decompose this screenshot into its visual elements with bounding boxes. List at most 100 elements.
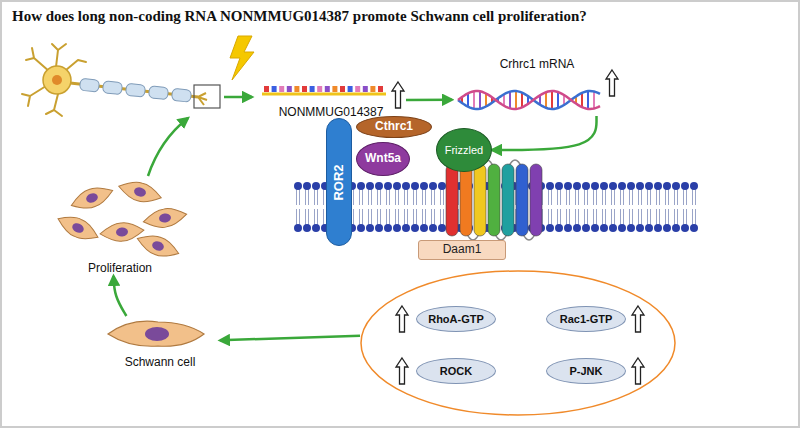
cell-membrane <box>402 182 410 190</box>
cell-membrane <box>578 209 579 225</box>
proliferating-cells <box>116 178 163 207</box>
cell-membrane <box>386 209 387 225</box>
cell-membrane <box>416 189 417 205</box>
cell-membrane <box>368 189 369 205</box>
daam1-box: Daam1 <box>418 240 506 260</box>
mrna-helix <box>458 91 600 109</box>
proliferating-cells <box>54 210 102 245</box>
node-label: Cthrc1 <box>375 120 413 134</box>
cell-membrane <box>647 189 648 205</box>
cell-membrane <box>357 224 365 232</box>
cell-membrane <box>386 189 387 205</box>
cell-membrane <box>359 209 360 225</box>
mrna-label: Crhrc1 mRNA <box>452 58 622 116</box>
cell-membrane <box>411 182 419 190</box>
cell-membrane <box>663 224 671 232</box>
cell-membrane <box>434 209 435 225</box>
cell-membrane <box>425 209 426 225</box>
proliferation-label: Proliferation <box>55 176 185 276</box>
cell-membrane <box>629 189 630 205</box>
cell-membrane <box>548 189 549 205</box>
cell-membrane <box>614 189 615 205</box>
seven-pass-receptor <box>474 164 486 236</box>
cell-membrane <box>413 209 414 225</box>
cell-membrane <box>560 209 561 225</box>
cell-membrane <box>299 189 300 205</box>
cell-membrane <box>384 182 392 190</box>
cell-membrane <box>404 189 405 205</box>
cell-membrane <box>654 182 662 190</box>
cell-membrane <box>366 182 374 190</box>
increase-arrow <box>396 358 408 384</box>
cell-membrane <box>609 224 617 232</box>
neuron-illustration <box>43 66 71 94</box>
cell-membrane <box>573 182 581 190</box>
cell-membrane <box>686 209 687 225</box>
neuron-illustration <box>125 83 145 97</box>
schwann-cell-label: Schwann cell <box>100 316 220 370</box>
seven-pass-receptor <box>516 164 528 236</box>
cell-membrane <box>422 209 423 225</box>
cell-membrane <box>557 189 558 205</box>
cell-membrane <box>656 209 657 225</box>
cell-membrane <box>636 224 644 232</box>
cell-membrane <box>645 182 653 190</box>
schwann-cell-illustration <box>108 321 204 346</box>
neuron-illustration <box>79 78 191 102</box>
seven-pass-receptor <box>446 164 458 236</box>
mrna-helix <box>509 92 511 109</box>
cell-membrane <box>582 182 590 190</box>
neuron-illustration <box>194 85 220 108</box>
neuron-illustration <box>66 60 86 70</box>
cell-membrane <box>611 209 612 225</box>
cell-membrane <box>641 189 642 205</box>
rna-strand <box>370 86 375 92</box>
cell-membrane <box>668 209 669 225</box>
cell-membrane <box>683 189 684 205</box>
cell-membrane <box>551 189 552 205</box>
cell-membrane <box>672 182 680 190</box>
cell-membrane <box>632 209 633 225</box>
cell-membrane <box>314 209 315 225</box>
cell-membrane <box>578 189 579 205</box>
cell-membrane <box>546 224 554 232</box>
cell-membrane <box>618 224 626 232</box>
rna-strand <box>279 86 284 92</box>
cell-membrane <box>422 189 423 205</box>
neuron-illustration <box>26 48 50 72</box>
cell-membrane <box>398 189 399 205</box>
mrna-helix <box>479 91 481 108</box>
rna-strand <box>363 86 368 92</box>
cell-membrane <box>407 209 408 225</box>
cell-membrane <box>548 209 549 225</box>
schwann-cell-illustration <box>145 327 169 341</box>
cell-membrane <box>443 189 444 205</box>
cell-membrane <box>296 189 297 205</box>
cell-membrane <box>305 189 306 205</box>
cell-membrane <box>584 209 585 225</box>
cell-membrane <box>393 224 401 232</box>
cell-membrane <box>665 209 666 225</box>
cell-membrane <box>656 189 657 205</box>
cell-membrane <box>611 189 612 205</box>
cell-membrane <box>362 209 363 225</box>
cell-membrane <box>429 182 437 190</box>
cell-membrane <box>618 182 626 190</box>
cell-membrane <box>555 224 563 232</box>
mrna-helix <box>557 92 559 108</box>
cell-membrane <box>690 224 698 232</box>
cell-membrane <box>357 182 365 190</box>
seven-pass-receptor <box>446 160 542 240</box>
cell-membrane <box>557 209 558 225</box>
cell-membrane <box>692 189 693 205</box>
cell-membrane <box>371 189 372 205</box>
rna-strand <box>332 86 337 92</box>
cell-membrane <box>627 182 635 190</box>
node-label: Frizzled <box>445 144 484 157</box>
cell-membrane <box>377 189 378 205</box>
cell-membrane <box>575 189 576 205</box>
cell-membrane <box>672 224 680 232</box>
cell-membrane <box>389 209 390 225</box>
pathway-oval: ROCK <box>416 358 496 384</box>
